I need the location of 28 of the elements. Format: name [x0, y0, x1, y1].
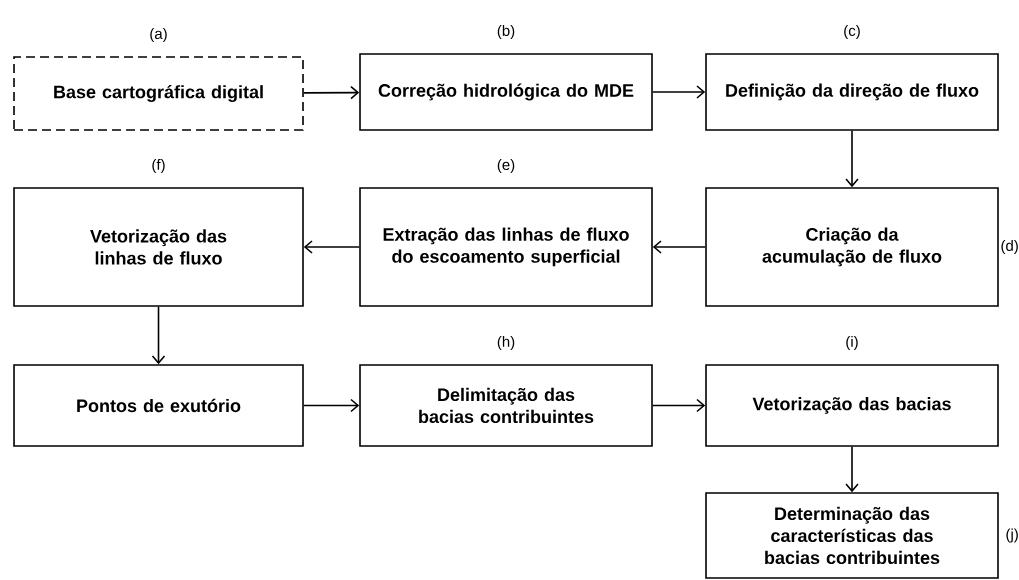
process-box: Pontos de exutório	[13, 364, 304, 447]
arrow	[303, 398, 360, 413]
step-label: (j)	[1006, 528, 1018, 543]
arrow	[151, 306, 166, 365]
step-label: (d)	[1001, 240, 1018, 254]
process-box: Vetorização das linhas de fluxo	[13, 187, 304, 307]
process-box: Delimitação das bacias contribuintes	[359, 364, 653, 447]
step-label: (h)	[497, 336, 515, 350]
arrow	[303, 85, 360, 100]
process-box: Correção hidrológica do MDE	[359, 53, 653, 131]
process-box: Determinação das características das bacias contribuintes	[705, 492, 999, 579]
process-box: Base cartográfica digital	[13, 56, 304, 131]
process-box: Extração das linhas de fluxo do escoamento superficial	[359, 187, 653, 307]
arrow	[652, 240, 706, 254]
arrow	[303, 240, 360, 254]
step-label: (i)	[846, 336, 858, 350]
process-box: Definição da direção de fluxo	[705, 53, 999, 131]
arrow	[845, 445, 859, 493]
step-label: (c)	[844, 25, 860, 39]
process-box: Vetorização das bacias	[705, 364, 999, 447]
step-label: (e)	[497, 159, 515, 173]
step-label: (a)	[150, 28, 167, 42]
arrow	[652, 85, 706, 99]
process-box: Criação da acumulação de fluxo	[705, 187, 999, 307]
arrow	[845, 130, 859, 188]
arrow	[652, 398, 706, 413]
step-label: (b)	[497, 25, 515, 39]
step-label: (f)	[152, 159, 165, 173]
